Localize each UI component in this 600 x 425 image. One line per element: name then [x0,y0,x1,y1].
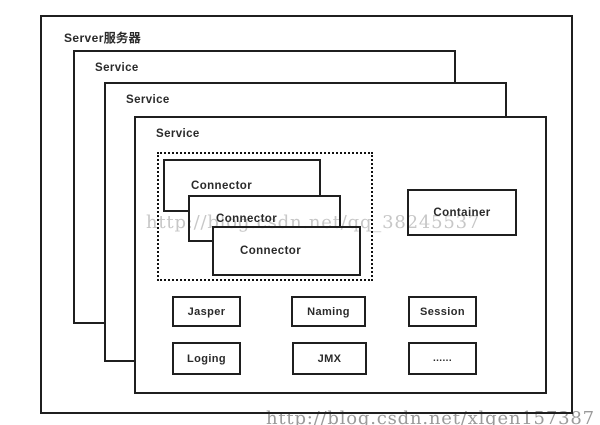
connector-label-1: Connector [191,179,253,192]
connector-label-2: Connector [216,212,278,225]
module-label-jmx: JMX [317,352,342,365]
server-box: Server服务器 Service Service Service Connec… [40,15,573,414]
module-box-naming: Naming [291,296,366,327]
service-label-1: Service [95,62,139,74]
connector-label-3: Connector [240,245,302,257]
module-box-ellipsis: ...... [408,342,477,375]
connector-group-dotted-outline [157,152,373,281]
module-label-session: Session [420,305,465,318]
module-label-loging: Loging [186,352,227,365]
connector-box-3: Connector [212,226,361,276]
module-label-naming: Naming [307,305,350,318]
service-box-3: Service Connector Connector Connector Co… [134,116,547,394]
module-label-ellipsis: ...... [432,353,453,364]
service-label-3: Service [156,128,200,140]
module-box-jasper: Jasper [172,296,241,327]
service-label-2: Service [126,94,170,106]
module-box-jmx: JMX [292,342,367,375]
module-box-session: Session [408,296,477,327]
module-box-loging: Loging [172,342,241,375]
container-box: Container [407,189,517,236]
container-label: Container [433,206,491,219]
module-label-jasper: Jasper [187,305,226,318]
server-label: Server服务器 [64,31,141,45]
